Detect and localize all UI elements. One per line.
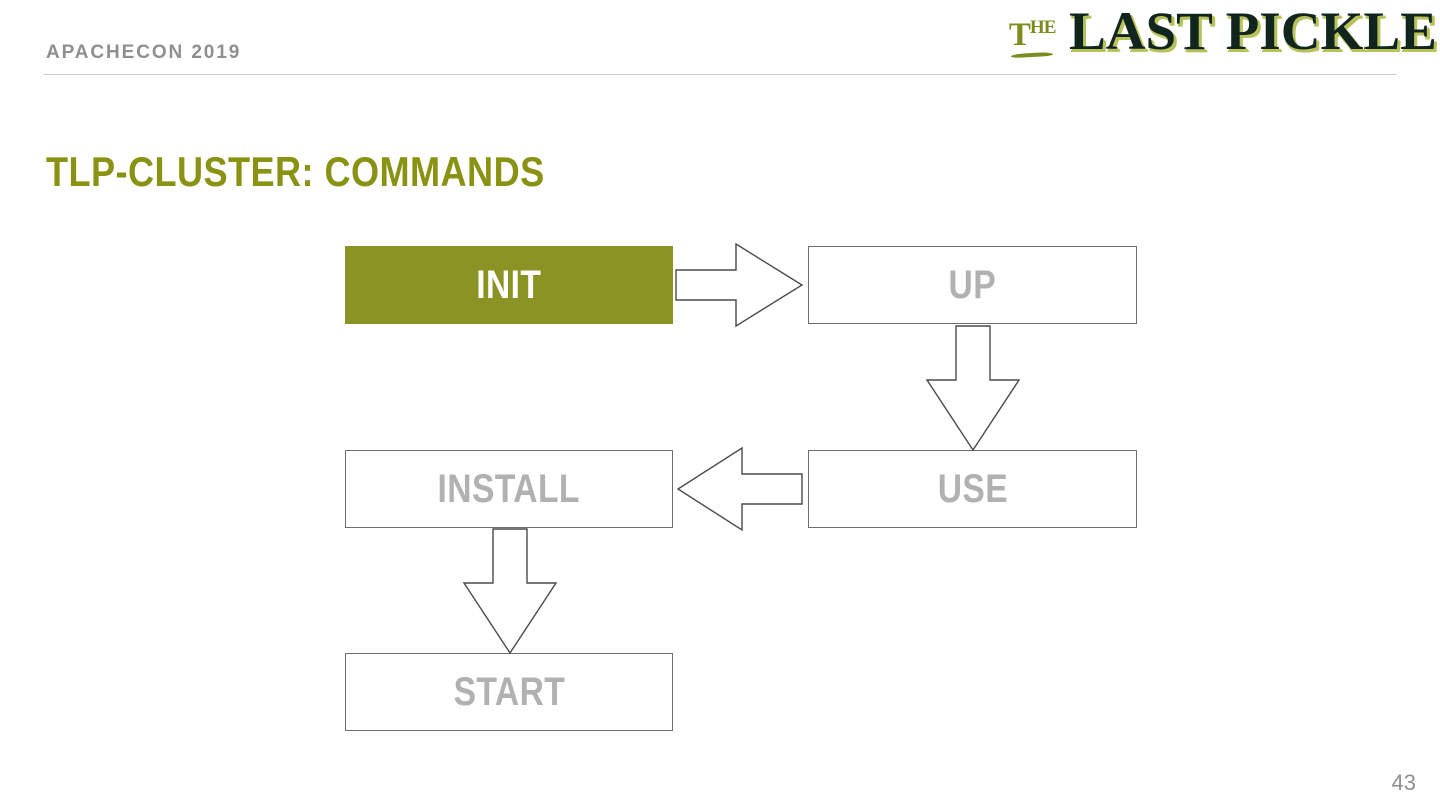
flow-node-use[interactable]: USE xyxy=(808,450,1137,528)
flow-arrow-init-to-up xyxy=(675,242,804,328)
flow-node-init[interactable]: INIT xyxy=(345,246,673,324)
the-last-pickle-logo: THE LAST PICKLE xyxy=(1008,4,1437,68)
logo-the-text: THE xyxy=(1008,17,1056,53)
flow-arrow-install-to-start xyxy=(462,528,558,655)
flow-node-up-label: UP xyxy=(948,263,997,307)
logo-the-t: T xyxy=(1008,17,1031,53)
page-number: 43 xyxy=(1391,770,1416,795)
page-title: TLP-CLUSTER: COMMANDS xyxy=(46,148,545,196)
flow-arrow-use-to-install xyxy=(676,446,803,532)
flow-arrow-up-to-use xyxy=(925,325,1021,452)
logo-wordmark: LAST PICKLE xyxy=(1069,1,1438,61)
flow-node-up[interactable]: UP xyxy=(808,246,1137,324)
flow-node-start-label: START xyxy=(453,670,565,714)
logo-the-he: HE xyxy=(1029,17,1056,38)
flow-node-start[interactable]: START xyxy=(345,653,673,731)
flow-node-init-label: INIT xyxy=(476,263,542,307)
header-divider xyxy=(44,74,1396,75)
header-eyebrow: APACHECON 2019 xyxy=(46,42,242,63)
flow-node-install-label: INSTALL xyxy=(437,467,581,511)
flow-node-install[interactable]: INSTALL xyxy=(345,450,673,528)
flow-node-use-label: USE xyxy=(937,467,1008,511)
